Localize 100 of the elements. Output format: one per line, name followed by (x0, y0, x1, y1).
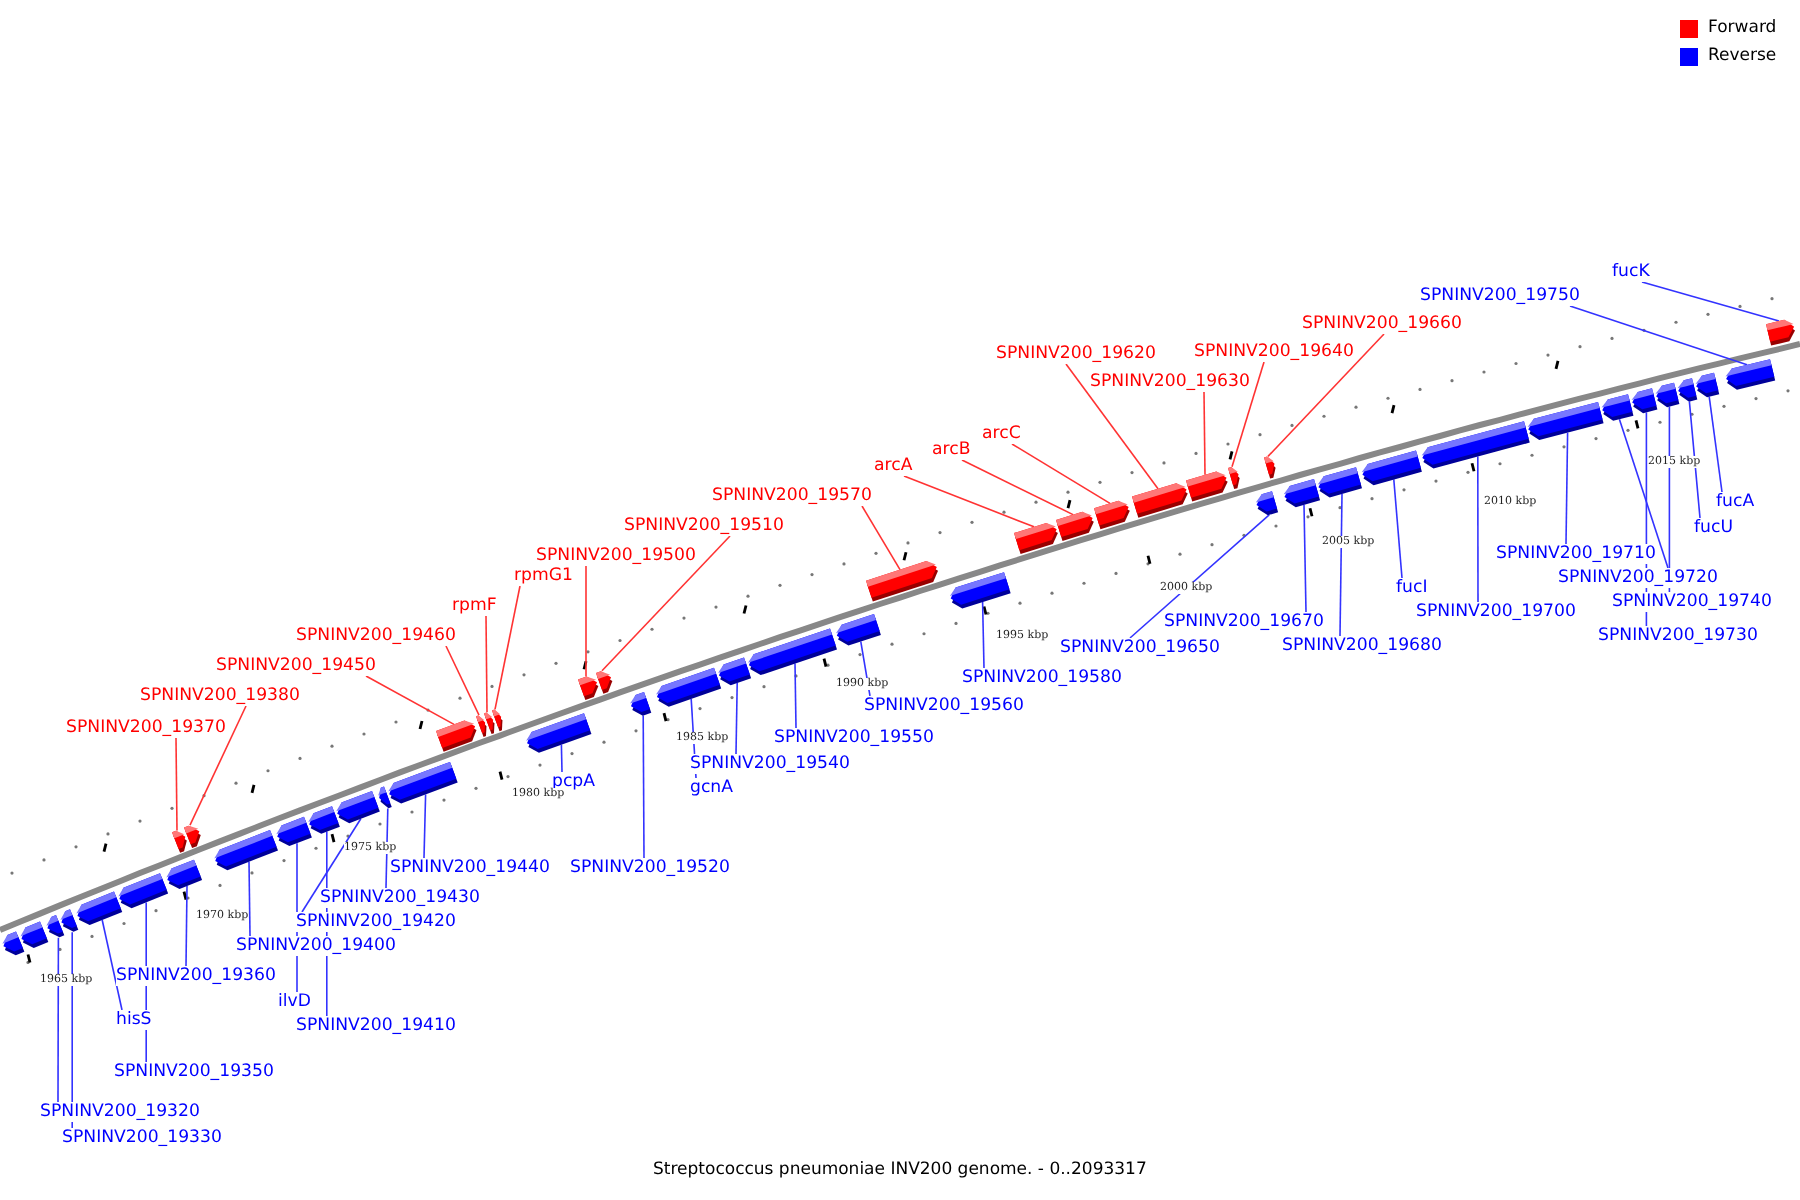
leader-line (445, 645, 480, 716)
leader-line (585, 565, 587, 678)
gene-label: SPNINV200_19650 (1060, 638, 1220, 658)
leader-line (1065, 363, 1159, 490)
gene-block (1283, 479, 1321, 508)
leader-line (1688, 400, 1701, 519)
gene-label: fucK (1612, 262, 1650, 282)
gene-label: SPNINV200_19630 (1090, 372, 1250, 392)
gene-block (1228, 467, 1240, 490)
gene-block (276, 816, 312, 847)
leader-line (248, 861, 251, 937)
gene-block (596, 671, 613, 694)
gene-block (484, 712, 495, 735)
gene-label: hisS (116, 1010, 152, 1030)
gene-label: SPNINV200_19360 (116, 966, 276, 986)
gene-label: SPNINV200_19540 (690, 754, 850, 774)
gene-block (1014, 522, 1058, 555)
leader-line (961, 459, 1074, 516)
gene-label: arcC (982, 424, 1021, 444)
gene-block (1725, 359, 1776, 390)
gene-label: rpmF (452, 596, 497, 616)
gene-block (835, 614, 881, 646)
leader-line (1641, 281, 1780, 322)
leader-line (494, 585, 521, 711)
leader-line (642, 714, 645, 859)
legend-label: Reverse (1708, 46, 1777, 66)
gene-block (378, 786, 392, 809)
gene-block (748, 628, 837, 676)
gene-label: SPNINV200_19520 (570, 858, 730, 878)
gene-label: SPNINV200_19460 (296, 626, 456, 646)
gene-label: arcB (932, 440, 971, 460)
gene-block (118, 873, 169, 909)
leader-line (57, 937, 60, 1103)
leader-line (1231, 361, 1265, 468)
gene-label: SPNINV200_19350 (114, 1062, 274, 1082)
gene-label: SPNINV200_19330 (62, 1128, 222, 1148)
gene-label: SPNINV200_19720 (1558, 568, 1718, 588)
gene-block (1317, 467, 1362, 498)
leader-line (189, 705, 247, 826)
gene-label: SPNINV200_19570 (712, 486, 872, 506)
gene-block (1655, 382, 1680, 408)
gene-block (1094, 500, 1130, 530)
leader-line (1339, 493, 1343, 637)
gene-block (630, 692, 652, 716)
gene-block (46, 915, 65, 938)
leader-line (861, 505, 901, 571)
leader-line (385, 807, 389, 889)
gene-label: SPNINV200_19400 (236, 936, 396, 956)
gene-label: SPNINV200_19370 (66, 718, 226, 738)
leader-line (485, 615, 488, 713)
leader-line (1477, 455, 1479, 603)
leader-line (423, 793, 427, 859)
gene-block (184, 825, 201, 849)
gene-block (578, 676, 599, 701)
gene-block (308, 806, 340, 834)
leader-line (1618, 418, 1669, 569)
gene-label: SPNINV200_19660 (1302, 314, 1462, 334)
gene-label: SPNINV200_19380 (140, 686, 300, 706)
gene-block (492, 709, 503, 732)
gene-block (1631, 388, 1658, 414)
gene-block (1677, 378, 1698, 402)
gene-block (166, 859, 203, 890)
gene-label: rpmG1 (514, 566, 573, 586)
gene-label: fucU (1694, 518, 1733, 538)
gene-label: SPNINV200_19560 (864, 696, 1024, 716)
leader-line (175, 737, 178, 832)
gene-block (214, 829, 278, 871)
gene-block (526, 713, 592, 753)
gene-label: SPNINV200_19730 (1598, 626, 1758, 646)
leader-line (560, 744, 563, 773)
gene-label: SPNINV200_19620 (996, 344, 1156, 364)
gene-label: fucI (1396, 578, 1428, 598)
gene-label: SPNINV200_19440 (390, 858, 550, 878)
leader-line (903, 475, 1035, 528)
gene-block (172, 830, 187, 853)
gene-block (76, 891, 123, 926)
legend-label: Forward (1708, 18, 1777, 38)
gene-label: SPNINV200_19320 (40, 1102, 200, 1122)
gene-block (1601, 394, 1634, 421)
gene-label: SPNINV200_19580 (962, 668, 1122, 688)
gene-block (1255, 491, 1279, 516)
leader-line (365, 675, 455, 726)
gene-label: SPNINV200_19450 (216, 656, 376, 676)
gene-label: ilvD (278, 992, 311, 1012)
gene-block (1264, 456, 1276, 479)
leader-line (1129, 514, 1270, 639)
gene-block (1421, 421, 1530, 469)
gene-block (1766, 319, 1796, 346)
leader-line (981, 601, 985, 669)
gene-label: SPNINV200_19420 (296, 912, 456, 932)
gene-block (718, 657, 752, 686)
gene-block (1361, 450, 1422, 486)
gene-block (2, 931, 25, 956)
gene-label: SPNINV200_19750 (1420, 286, 1580, 306)
gene-label: SPNINV200_19680 (1282, 636, 1442, 656)
leader-line (1203, 391, 1206, 476)
leader-line (185, 885, 188, 967)
gene-label: SPNINV200_19430 (320, 888, 480, 908)
gene-label: SPNINV200_19670 (1164, 612, 1324, 632)
gene-label: SPNINV200_19700 (1416, 602, 1576, 622)
